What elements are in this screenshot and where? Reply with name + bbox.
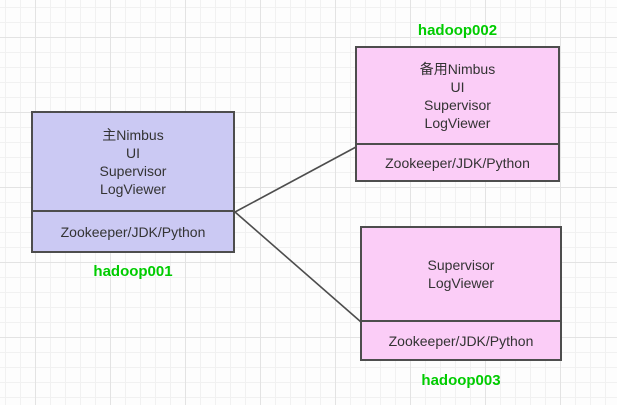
service-label: LogViewer: [428, 275, 494, 291]
node-hadoop001[interactable]: 主Nimbus UI Supervisor LogViewer Zookeepe…: [31, 111, 235, 253]
node-hadoop002-services: 备用Nimbus UI Supervisor LogViewer: [357, 48, 558, 143]
service-label: LogViewer: [100, 180, 166, 197]
service-label: 备用Nimbus: [419, 60, 496, 77]
edge-hadoop001-hadoop002: [234, 146, 357, 213]
host-label-hadoop003: hadoop003: [421, 372, 501, 389]
service-label: 主Nimbus: [102, 126, 164, 143]
service-label: UI: [126, 144, 140, 161]
service-label: Supervisor: [424, 96, 491, 113]
node-hadoop001-services: 主Nimbus UI Supervisor LogViewer: [33, 113, 233, 210]
service-label: LogViewer: [424, 114, 491, 131]
service-label: Supervisor: [99, 162, 167, 179]
host-label-hadoop001: hadoop001: [93, 263, 173, 280]
base-stack-label: Zookeeper/JDK/Python: [362, 320, 560, 359]
host-label-hadoop002: hadoop002: [417, 22, 498, 39]
node-hadoop003[interactable]: Supervisor LogViewer Zookeeper/JDK/Pytho…: [360, 226, 562, 361]
base-stack-label: Zookeeper/JDK/Python: [357, 143, 558, 180]
service-label: Supervisor: [427, 257, 495, 273]
service-label: UI: [450, 78, 465, 95]
edge-hadoop001-hadoop003: [234, 211, 362, 323]
node-hadoop003-services: Supervisor LogViewer: [362, 228, 560, 320]
node-hadoop002[interactable]: 备用Nimbus UI Supervisor LogViewer Zookeep…: [355, 46, 560, 182]
base-stack-label: Zookeeper/JDK/Python: [33, 210, 233, 251]
